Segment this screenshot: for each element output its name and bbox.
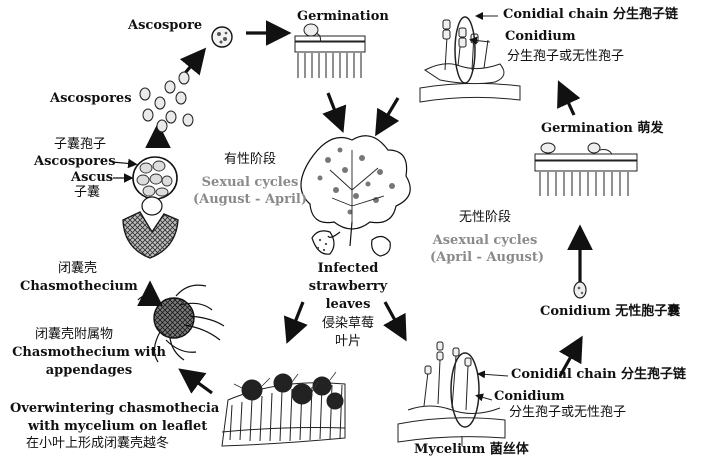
label-conidial-chain-top-zh: 分生孢子链 xyxy=(613,7,679,22)
label-conidial-chain-bottom-zh: 分生孢子链 xyxy=(621,367,687,382)
label-sexual-en: Sexual cycles xyxy=(201,175,299,190)
label-conidial-chain-top-en: Conidial chain xyxy=(503,7,609,22)
label-chasmo-zh: 闭囊壳 xyxy=(58,261,98,276)
chasmothecium-appendages-shape xyxy=(137,284,225,363)
label-conidial-chain-bottom-en: Conidial chain xyxy=(511,367,617,382)
arrow-germination-to-leaves-1 xyxy=(322,92,347,133)
label-conidium-top-en: Conidium xyxy=(505,29,576,44)
label-infected-2: strawberry xyxy=(308,279,388,294)
arrow-leaves-to-overwintering xyxy=(283,301,308,344)
label-conidium-bottom-en: Conidium xyxy=(494,389,565,404)
label-asexual-period: (April - August) xyxy=(429,250,545,265)
label-infected-zh-1: 侵染草莓 xyxy=(321,316,374,331)
label-appendages-en-2: appendages xyxy=(45,363,133,378)
label-conidial-chain-top: Conidial chain 分生孢子链 xyxy=(503,7,679,23)
label-appendages-zh: 闭囊壳附属物 xyxy=(35,327,114,342)
label-mycelium: Mycelium 菌丝体 xyxy=(414,442,529,458)
label-conidium-right-en: Conidium xyxy=(540,304,611,319)
label-germination-right: Germination 萌发 xyxy=(541,121,664,137)
label-conidial-chain-bottom: Conidial chain 分生孢子链 xyxy=(511,367,687,383)
arrow-leaves-to-mycelium xyxy=(383,301,407,342)
label-asexual-en: Asexual cycles xyxy=(432,233,538,248)
label-conidium-right-zh: 无性胞子囊 xyxy=(615,304,681,319)
mycelium-structure xyxy=(397,341,509,446)
label-mycelium-zh: 菌丝体 xyxy=(489,442,529,457)
label-conidium-top-zh: 分生孢子或无性孢子 xyxy=(507,49,625,64)
arrow-germination-right-up xyxy=(557,80,581,116)
label-germination-right-zh: 萌发 xyxy=(637,121,664,136)
label-mycelium-en: Mycelium xyxy=(414,442,486,457)
label-infected-zh-2: 叶片 xyxy=(334,334,361,349)
label-chasmo-en: Chasmothecium xyxy=(20,279,138,294)
ascus-shape xyxy=(132,156,178,200)
overwintering-leaf-section xyxy=(221,371,346,447)
ascospore-cell xyxy=(211,26,233,48)
cycle-arrows xyxy=(137,20,593,395)
conidium-right-cell xyxy=(573,281,587,299)
infected-leaves-illustration xyxy=(300,135,411,257)
label-infected-3: leaves xyxy=(325,297,371,312)
label-overwinter-1: Overwintering chasmothecia xyxy=(10,401,220,416)
label-germination-right-en: Germination xyxy=(541,121,633,136)
germination-right-tissue xyxy=(534,142,638,196)
arrow-germination-to-leaves-2 xyxy=(375,97,400,137)
label-appendages-en-1: Chasmothecium with xyxy=(12,345,166,360)
label-asexual-zh: 无性阶段 xyxy=(458,210,511,225)
ascospores-cluster xyxy=(139,71,194,133)
label-ascospores-upper: Ascospores xyxy=(50,91,132,106)
germination-top-tissue xyxy=(294,23,366,78)
label-conidium-right: Conidium 无性胞子囊 xyxy=(540,304,681,320)
label-overwinter-zh: 在小叶上形成闭囊壳越冬 xyxy=(26,436,170,451)
label-ascus-zh: 子囊 xyxy=(74,185,101,200)
label-ascus-en: Ascus xyxy=(71,170,114,185)
label-sexual-period: (August - April) xyxy=(192,192,308,207)
label-sexual-zh: 有性阶段 xyxy=(223,152,276,167)
label-ascospores-zh: 子囊孢子 xyxy=(54,137,107,152)
conidial-chain-top-structure xyxy=(419,12,521,103)
chasmothecium-shape xyxy=(122,196,179,259)
label-ascospores-lower: Ascospores xyxy=(34,154,116,169)
label-overwinter-2: with mycelium on leaflet xyxy=(28,419,208,434)
arrow-overwinter-to-appendages xyxy=(178,368,213,395)
label-infected-1: Infected xyxy=(317,261,379,276)
label-ascospore: Ascospore xyxy=(128,18,203,33)
label-germination-top: Germination xyxy=(297,9,389,24)
arrow-conidium-bottom-up xyxy=(558,335,583,377)
label-conidium-bottom-zh: 分生孢子或无性孢子 xyxy=(509,405,627,420)
